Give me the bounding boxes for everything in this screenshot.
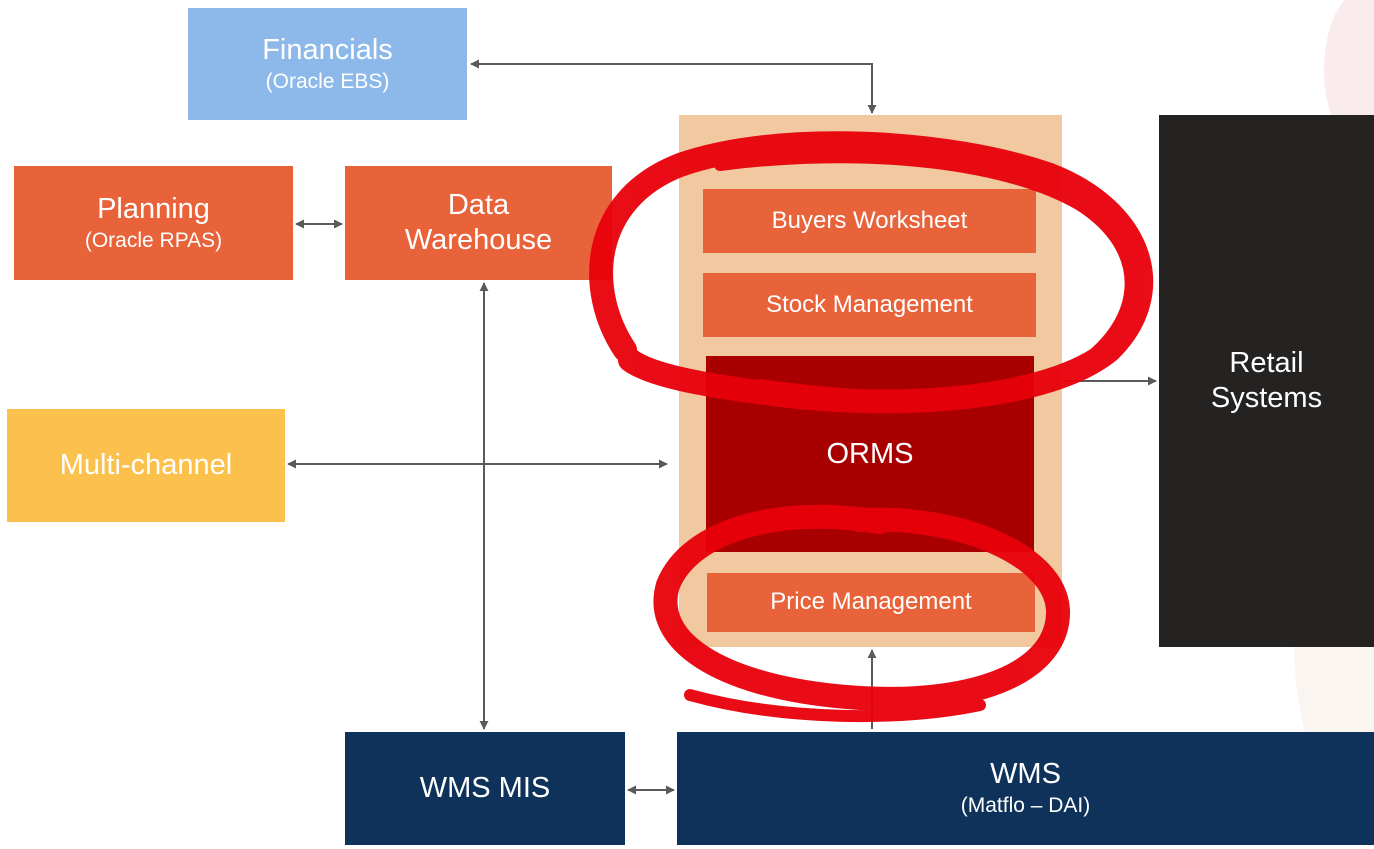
- planning-title: Planning: [97, 192, 210, 225]
- price-management-title: Price Management: [770, 588, 972, 616]
- financials-title: Financials: [262, 33, 393, 66]
- wms-mis-title: WMS MIS: [419, 772, 551, 805]
- highlight-scribble-bottom: [653, 504, 1070, 711]
- multi-channel-box: Multi-channel: [7, 409, 285, 522]
- planning-box: Planning (Oracle RPAS): [14, 166, 293, 280]
- data-warehouse-line1: Data: [447, 189, 510, 222]
- multi-channel-title: Multi-channel: [59, 449, 233, 482]
- buyers-worksheet-box: Buyers Worksheet: [703, 189, 1036, 253]
- retail-systems-line1: Retail: [1229, 347, 1304, 380]
- financials-subtitle: (Oracle EBS): [265, 69, 390, 93]
- price-management-box: Price Management: [707, 573, 1035, 632]
- stock-management-box: Stock Management: [703, 273, 1036, 337]
- stock-management-title: Stock Management: [766, 290, 973, 318]
- retail-systems-line2: Systems: [1210, 382, 1323, 414]
- highlight-scribble-top: [589, 131, 1154, 414]
- data-warehouse-box: Data Warehouse: [345, 166, 612, 280]
- highlight-scribble-bottom-tail: [684, 689, 986, 723]
- financials-box: Financials (Oracle EBS): [188, 8, 467, 120]
- connector-financials-orms: [470, 59, 877, 114]
- data-warehouse-line2: Warehouse: [404, 224, 553, 256]
- highlight-scribble-top-inner: [714, 151, 1137, 403]
- buyers-worksheet-title: Buyers Worksheet: [771, 206, 968, 234]
- wms-mis-box: WMS MIS: [345, 732, 625, 845]
- wms-title: WMS: [990, 758, 1061, 791]
- planning-subtitle: (Oracle RPAS): [84, 228, 223, 252]
- wms-subtitle: (Matflo – DAI): [960, 794, 1091, 818]
- wms-box: WMS (Matflo – DAI): [677, 732, 1374, 845]
- orms-title: ORMS: [826, 437, 914, 470]
- retail-systems-box: Retail Systems: [1159, 115, 1374, 647]
